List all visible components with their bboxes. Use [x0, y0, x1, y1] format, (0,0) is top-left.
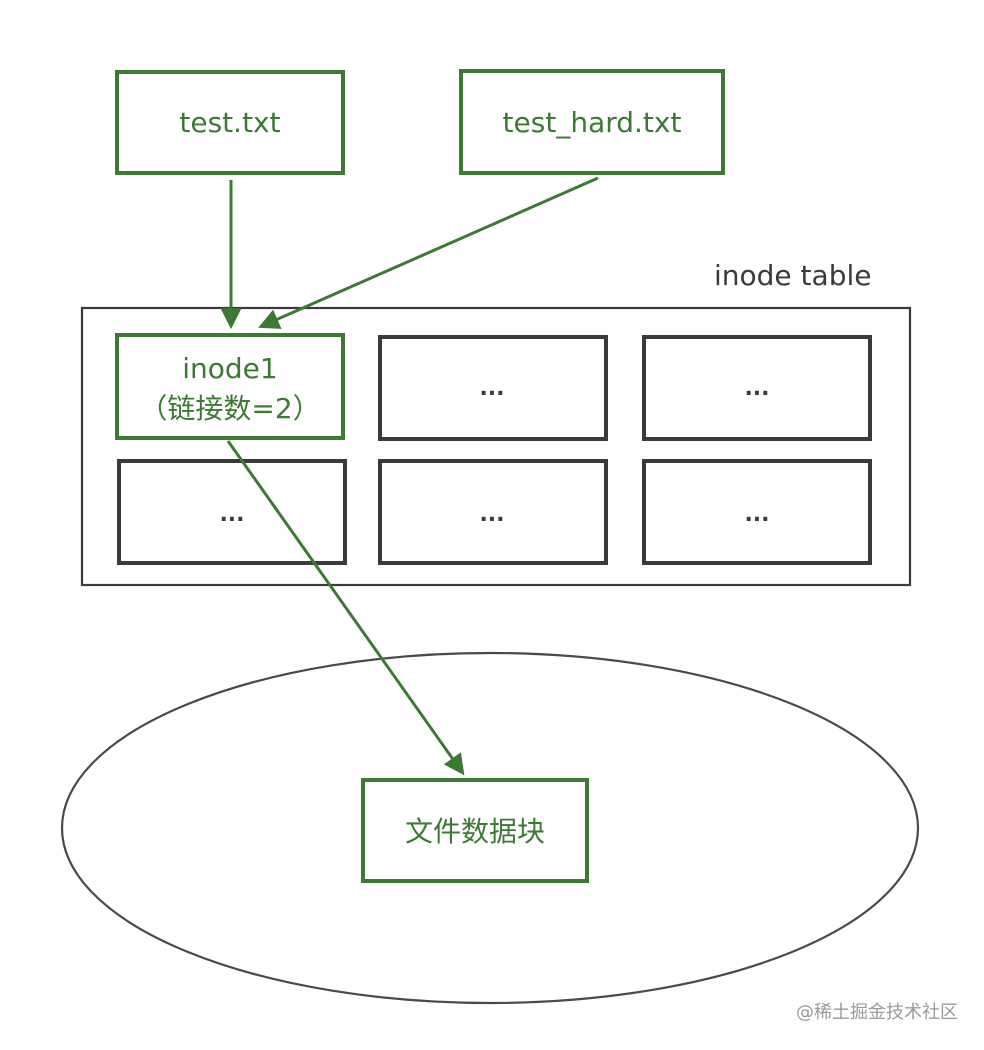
- inode-cell: ...: [378, 335, 608, 441]
- inode-table-label: inode table: [714, 259, 871, 292]
- arrow-inode1-to-data-block: [226, 440, 465, 776]
- watermark-text: @稀土掘金技术社区: [796, 1002, 958, 1023]
- inode-cell: ...: [117, 459, 347, 565]
- data-block-node: 文件数据块: [361, 778, 589, 883]
- inode1-node: inode1 （链接数=2）: [115, 333, 345, 440]
- cell-ellipsis: ...: [219, 502, 244, 527]
- data-block-region: [60, 651, 920, 1005]
- inode-cell: ...: [378, 459, 608, 565]
- test-hard-txt-label: test_hard.txt: [503, 106, 682, 139]
- test-txt-label: test.txt: [179, 106, 280, 139]
- cell-ellipsis: ...: [479, 376, 504, 401]
- inode-cell: ...: [642, 335, 872, 441]
- cell-ellipsis: ...: [479, 502, 504, 527]
- test-txt-node: test.txt: [115, 70, 345, 175]
- test-hard-txt-node: test_hard.txt: [459, 69, 725, 175]
- data-block-label: 文件数据块: [405, 815, 545, 848]
- cell-ellipsis: ...: [744, 376, 769, 401]
- cell-ellipsis: ...: [744, 502, 769, 527]
- inode1-link-count: （链接数=2）: [139, 392, 320, 425]
- inode-table-frame: [80, 306, 912, 587]
- inode1-name: inode1: [182, 352, 277, 385]
- arrow-test-hard-to-inode1: [258, 176, 599, 329]
- inode-cell: ...: [642, 459, 872, 565]
